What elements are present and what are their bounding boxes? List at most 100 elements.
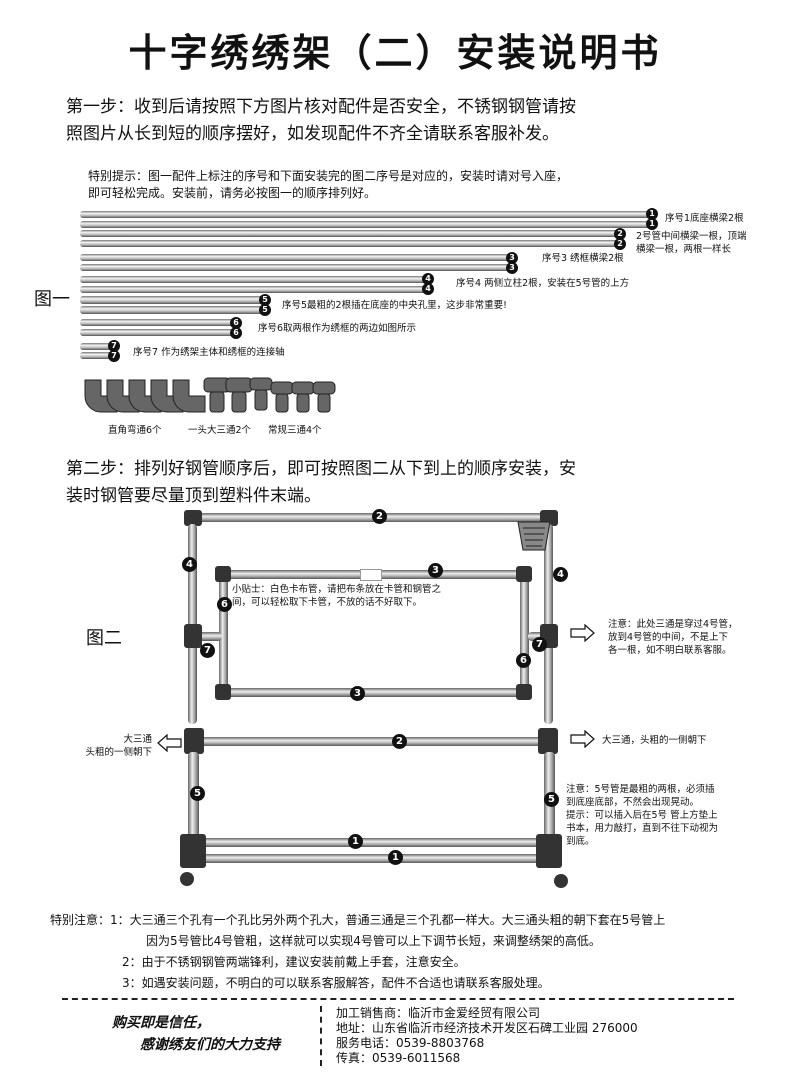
badge-7b: 7 (108, 350, 120, 362)
base-right (536, 834, 562, 868)
fig2-badge-2-mid: 2 (392, 734, 407, 749)
footer-maker: 加工销售商：临沂市金爱经贸有限公司 (336, 1006, 541, 1020)
inner-bottom-bar (222, 688, 528, 697)
footer-phone: 服务电话：0539-8803768 (336, 1036, 485, 1050)
arrow-right-icon-2 (570, 730, 595, 748)
elbow-inner-tl (215, 566, 231, 582)
elbow-top-left (184, 510, 202, 526)
pipe-2b (80, 240, 620, 247)
cloth-clip (360, 569, 382, 581)
pipe-7b (80, 352, 115, 359)
pipe-6-right (520, 572, 529, 694)
fig2-badge-2-top: 2 (372, 509, 387, 524)
fig2-badge-5-left: 5 (190, 786, 205, 801)
badge-2b: 2 (614, 238, 626, 250)
pipe-desc-4: 序号4 两侧立柱2根，安装在5号管的上方 (456, 278, 630, 289)
footer-fax: 传真：0539-6011568 (336, 1051, 461, 1065)
footer-divider (62, 998, 734, 1000)
footer-slogan: 购买即是信任， 感谢绣友们的大力支持 (112, 1015, 280, 1053)
arrow-right-icon (570, 624, 595, 642)
big-tee-left (184, 728, 204, 754)
badge-6: 6 (230, 317, 242, 329)
note-pipe-5: 注意：5号管是最粗的两根，必须插 到底座底部，不然会出现晃动。 提示：可以插入后… (566, 784, 719, 847)
base-left (180, 834, 206, 868)
footer-vertical-divider (320, 1006, 322, 1066)
badge-7: 7 (108, 340, 120, 352)
wheel-left (180, 872, 194, 886)
pipe-1b (80, 221, 652, 228)
fig2-badge-1-b: 1 (388, 850, 403, 865)
badge-2: 2 (614, 228, 626, 240)
note-big-tee-right: 大三通，头粗的一侧朝下 (602, 735, 707, 746)
pipe-desc-7: 序号7 作为绣架主体和绣框的连接轴 (133, 347, 285, 358)
base-bar-1 (200, 838, 540, 847)
fig1-label: 图一 (34, 289, 70, 310)
fig2-badge-7-right: 7 (532, 637, 547, 652)
badge-6b: 6 (230, 327, 242, 339)
special-notes: 特别注意：1：大三通三个孔有一个孔比另外两个孔大，普通三通是三个孔都一样大。大三… (50, 913, 666, 990)
tee-left-upper (184, 624, 202, 648)
fig2-badge-4-left: 4 (182, 557, 197, 572)
fig2-badge-1-a: 1 (348, 834, 363, 849)
wheel-right (554, 874, 568, 888)
page-title: 十字绣绣架（二）安装说明书 (128, 31, 662, 75)
step2-text: 第二步：排列好钢管顺序后，即可按照图二从下到上的顺序安装，安 装时钢管要尽量顶到… (66, 459, 576, 506)
big-tee-right (538, 728, 558, 754)
badge-4: 4 (422, 273, 434, 285)
badge-3b: 3 (506, 262, 518, 274)
fig2-badge-6-right: 6 (516, 653, 531, 668)
elbow-inner-br (516, 684, 532, 700)
pipe-5b (80, 306, 265, 314)
base-bar-2 (200, 854, 540, 863)
pipe-desc-2b: 横梁一根，两根一样长 (636, 244, 732, 255)
pipe-4b (80, 286, 428, 293)
fig2-badge-5-right: 5 (544, 792, 559, 807)
badge-5: 5 (259, 294, 271, 306)
special-tip: 特别提示：图一配件上标注的序号和下面安装完的图二序号是对应的，安装时请对号入座，… (88, 169, 569, 200)
elbow-inner-bl (215, 684, 231, 700)
pipe-desc-2a: 2号管中间横梁一根，顶端 (636, 231, 747, 242)
note-cloth-tip: 小贴士：白色卡布管，请把布条放在卡管和钢管之 间，可以轻松取下卡管，不放的话不好… (232, 584, 442, 608)
pipe-5a (80, 296, 265, 304)
fittings-illustration (84, 377, 336, 413)
pipe-4a (80, 276, 428, 283)
fig2-badge-4-right: 4 (553, 567, 568, 582)
pipe-7a (80, 343, 115, 350)
pipe-7-left (196, 632, 222, 641)
pipe-6b (80, 329, 237, 336)
fitting-elbow-label: 直角弯通6个 (108, 425, 162, 436)
pipe-desc-5: 序号5最粗的2根插在底座的中央孔里，这步非常重要! (282, 300, 507, 311)
pipe-6a (80, 319, 237, 326)
pipe-1a (80, 211, 652, 218)
step1-text: 第一步：收到后请按照下方图片核对配件是否安全，不锈钢钢管请按 照图片从长到短的顺… (66, 97, 576, 144)
frame-top-bar (190, 513, 550, 522)
pipe-3a (80, 254, 512, 261)
pipe-desc-3: 序号3 绣框横梁2根 (542, 253, 624, 264)
badge-1: 1 (646, 208, 658, 220)
fig2-label: 图二 (86, 628, 122, 649)
note-tee-through: 注意：此处三通是穿过4号管， 放到4号管的中间，不是上下 各一根，如不明白联系客… (608, 619, 738, 656)
basket-icon (517, 521, 551, 551)
fig2-badge-3-bottom: 3 (350, 686, 365, 701)
pipe-desc-6: 序号6取两根作为绣框的两边如图所示 (258, 323, 417, 334)
elbow-inner-tr (516, 566, 532, 582)
badge-3: 3 (506, 252, 518, 264)
footer-contact: 加工销售商：临沂市金爱经贸有限公司 地址：山东省临沂市经济技术开发区石碑工业园 … (336, 1006, 638, 1066)
fig2-badge-6-left: 6 (217, 597, 232, 612)
fig2-badge-7-left: 7 (200, 643, 215, 658)
pipe-3b (80, 264, 512, 271)
footer-address: 地址：山东省临沂市经济技术开发区石碑工业园 276000 (336, 1021, 638, 1035)
badge-1b: 1 (646, 218, 658, 230)
badge-4b: 4 (422, 283, 434, 295)
note-big-tee-left: 大三通 头粗的一侧朝下 (85, 734, 152, 758)
fitting-big-tee-label: 一头大三通2个 (188, 425, 252, 436)
fig2-badge-3-top: 3 (428, 563, 443, 578)
pipe-6-left (219, 572, 228, 694)
pipe-7-right (528, 632, 548, 641)
pipe-desc-1: 序号1底座横梁2根 (665, 213, 744, 224)
arrow-left-icon (157, 734, 182, 752)
pipe-2a (80, 230, 620, 237)
fitting-tee-label: 常规三通4个 (268, 425, 322, 436)
badge-5b: 5 (259, 304, 271, 316)
middle-bar (196, 737, 550, 746)
